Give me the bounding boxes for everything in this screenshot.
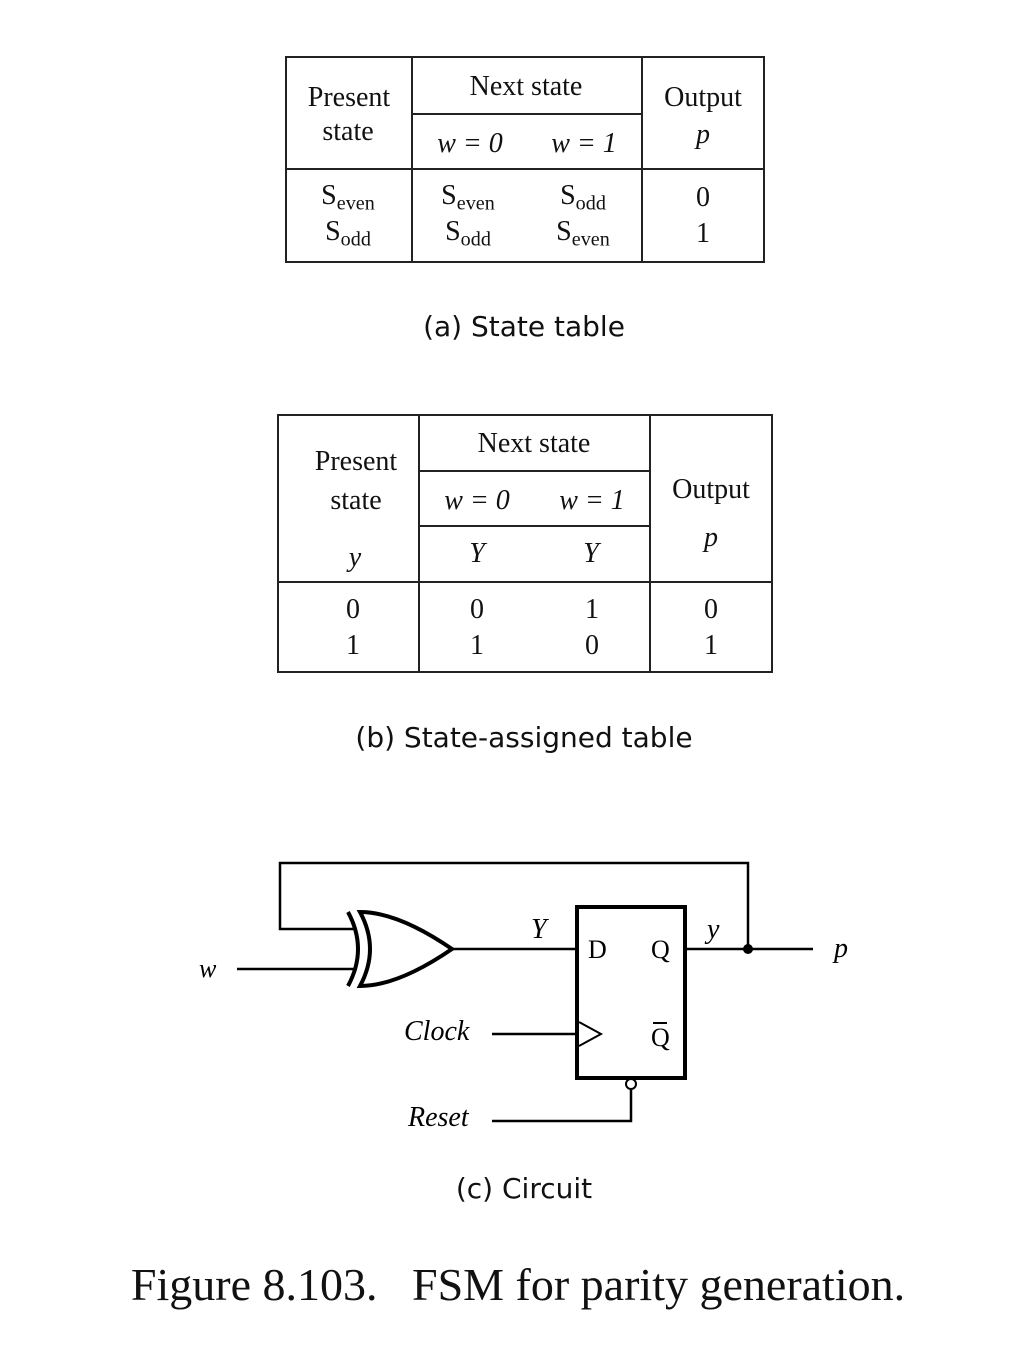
reset-bubble-icon <box>625 1078 637 1090</box>
feedback-wire <box>278 861 750 949</box>
state-assigned-table-divider <box>649 414 651 673</box>
label-Qbar: Q <box>651 1023 670 1052</box>
header-w1: w = 1 <box>559 485 625 516</box>
state-table-divider <box>285 168 765 170</box>
cell-output: 1 <box>696 218 710 249</box>
label-D: D <box>588 935 607 964</box>
header-state: state <box>330 485 382 516</box>
cell-next-state-w0: Seven <box>441 180 495 215</box>
cell-present-y: 0 <box>346 594 360 625</box>
header-w0: w = 0 <box>444 485 510 516</box>
header-next-state: Next state <box>469 71 583 102</box>
label-reset: Reset <box>407 1102 470 1133</box>
header-p: p <box>696 119 710 150</box>
d-flip-flop <box>575 905 687 1080</box>
state-table-divider <box>411 113 642 115</box>
header-present: Present <box>307 82 391 113</box>
header-Y1: Y <box>583 538 599 569</box>
state-assigned-table-divider <box>418 525 650 527</box>
cell-next-state-w0: Sodd <box>445 216 491 251</box>
xor-gate <box>346 909 456 989</box>
header-y: y <box>348 542 362 573</box>
cell-output: 0 <box>696 182 710 213</box>
cell-next-Y-w0: 1 <box>470 630 484 661</box>
label-y: y <box>704 914 720 945</box>
state-assigned-table-border <box>277 414 773 673</box>
reset-wire <box>492 1090 633 1123</box>
cell-next-state-w1: Sodd <box>560 180 606 215</box>
cell-next-Y-w1: 0 <box>585 630 599 661</box>
state-assigned-table-divider <box>277 581 773 583</box>
cell-present-state: Seven <box>321 180 375 215</box>
header-Y0: Y <box>469 538 485 569</box>
header-output: Output <box>672 474 750 505</box>
caption-state-table: (a) State table <box>423 310 625 343</box>
cell-next-Y-w1: 1 <box>585 594 599 625</box>
clock-triangle-icon <box>578 1021 604 1047</box>
state-assigned-table-divider <box>418 414 420 673</box>
junction-dot <box>743 944 753 954</box>
caption-state-assigned-table: (b) State-assigned table <box>355 721 693 754</box>
header-w0: w = 0 <box>437 128 503 159</box>
header-w1: w = 1 <box>551 128 617 159</box>
label-Q: Q <box>651 935 670 964</box>
state-table-divider <box>641 56 643 263</box>
state-table-divider <box>411 56 413 263</box>
figure-caption: Figure 8.103. FSM for parity generation. <box>130 1259 906 1310</box>
cell-output: 1 <box>704 630 718 661</box>
header-next-state: Next state <box>477 428 591 459</box>
header-output: Output <box>664 82 742 113</box>
header-p: p <box>704 522 718 553</box>
label-w: w <box>199 954 217 983</box>
cell-present-y: 1 <box>346 630 360 661</box>
label-clock: Clock <box>404 1016 470 1047</box>
label-p: p <box>832 933 848 964</box>
cell-present-state: Sodd <box>325 216 371 251</box>
cell-next-Y-w0: 0 <box>470 594 484 625</box>
label-Y: Y <box>531 914 550 945</box>
header-state: state <box>322 116 374 147</box>
state-table-border <box>285 56 765 263</box>
caption-circuit: (c) Circuit <box>455 1172 593 1205</box>
state-assigned-table-divider <box>418 470 650 472</box>
header-present: Present <box>314 446 398 477</box>
cell-next-state-w1: Seven <box>556 216 610 251</box>
cell-output: 0 <box>704 594 718 625</box>
